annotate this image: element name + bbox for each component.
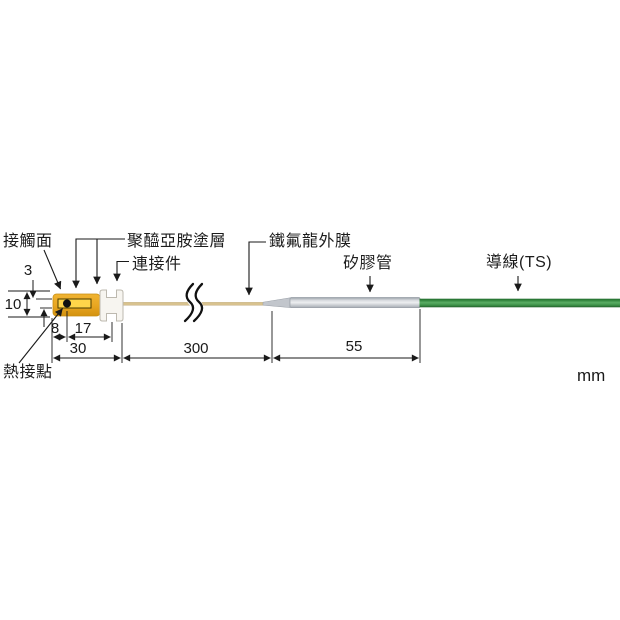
contact-strip xyxy=(57,298,92,309)
label-lead-wire: 導線(TS) xyxy=(486,254,553,271)
extension-lines xyxy=(8,290,421,363)
tube-taper xyxy=(262,297,291,308)
dimension-lines xyxy=(23,280,419,362)
hot-junction-dot xyxy=(63,299,71,308)
connector-part xyxy=(99,289,124,322)
label-connector: 連接件 xyxy=(132,256,182,273)
silicone-tube xyxy=(289,297,421,309)
dim-tip-to-junction: 8 xyxy=(50,320,60,337)
dim-contact-strip-width: 3 xyxy=(23,262,33,279)
label-silicone-tube: 矽膠管 xyxy=(343,255,393,272)
label-contact-surface: 接觸面 xyxy=(3,233,53,250)
unit-label: mm xyxy=(577,366,606,385)
label-polyimide-coating: 聚醯亞胺塗層 xyxy=(127,233,227,250)
dim-junction-to-connector: 17 xyxy=(74,320,92,337)
label-hot-junction: 熱接點 xyxy=(3,364,53,381)
leader-lines xyxy=(18,238,522,364)
dim-probe-section-length: 30 xyxy=(69,340,87,357)
break-symbol xyxy=(183,278,204,327)
lead-cable xyxy=(419,298,620,308)
dim-body-width: 10 xyxy=(4,296,22,313)
label-teflon-outer-film: 鐵氟龍外膜 xyxy=(269,233,352,250)
dim-wire-section-length: 300 xyxy=(183,340,209,357)
dim-tube-section-length: 55 xyxy=(345,338,363,355)
